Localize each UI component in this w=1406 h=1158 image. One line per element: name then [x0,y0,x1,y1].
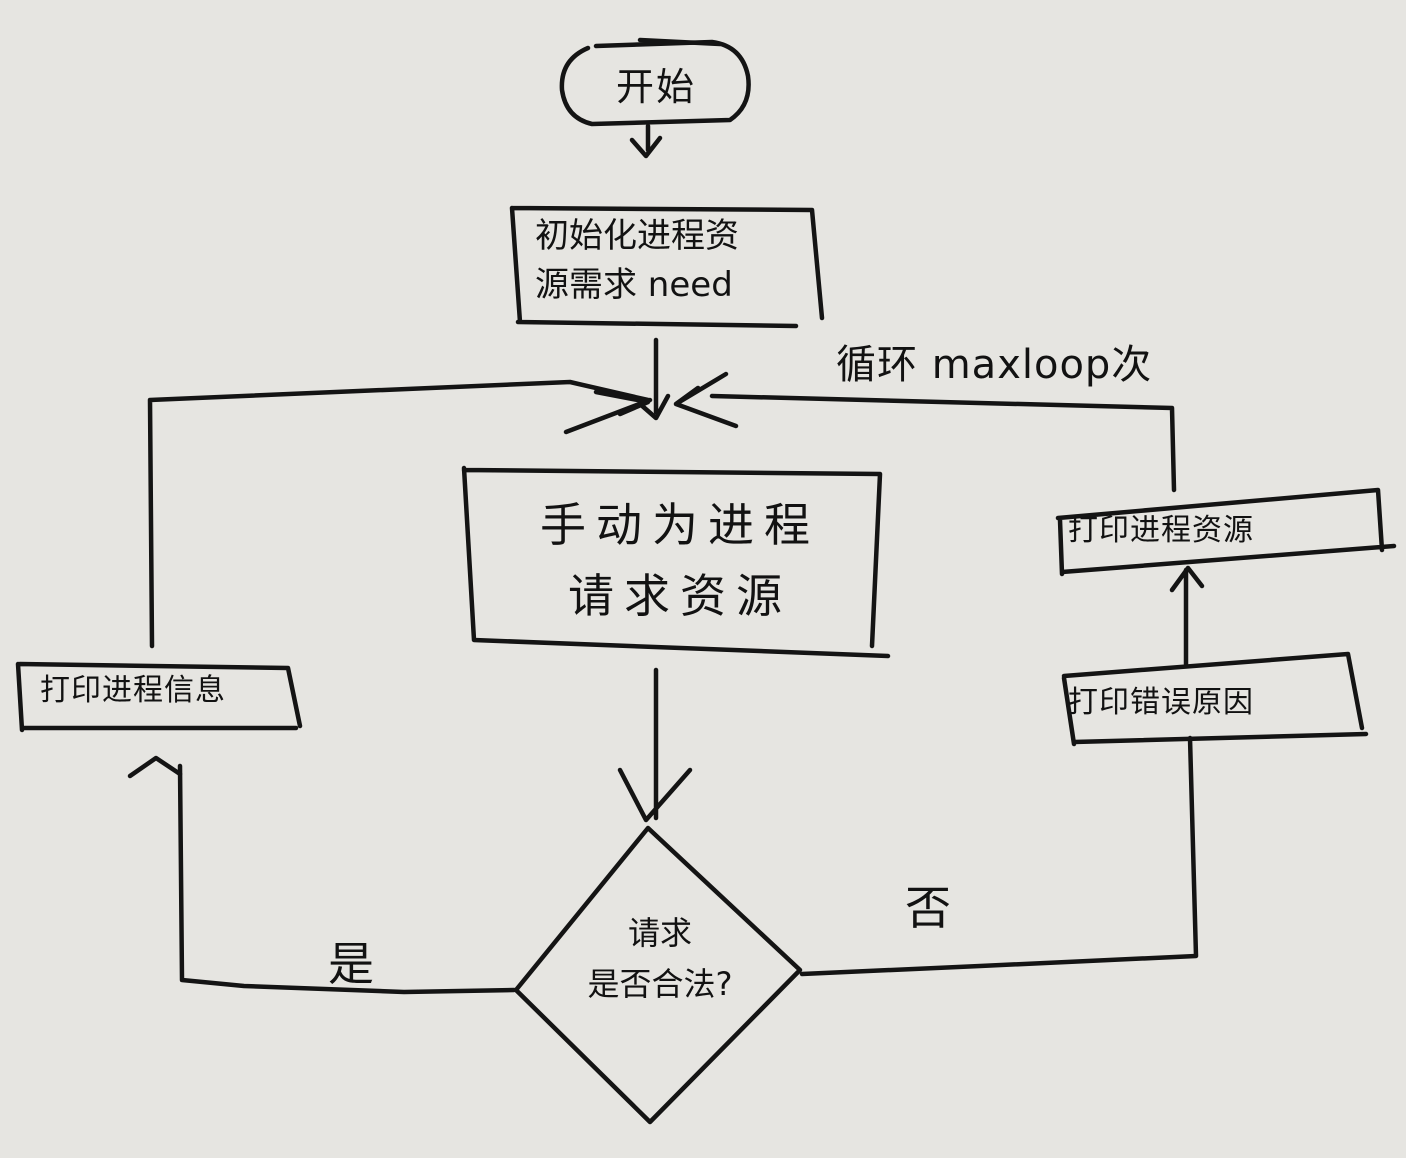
loop-label: 循环 maxloop次 [836,342,1153,388]
print-resources-node [1055,487,1397,577]
arrow-request-to-decision [617,667,693,823]
arrow-start-to-init [629,123,663,159]
edge-no-path [799,735,1199,977]
init-node [509,205,825,329]
yes-label: 是 [328,937,374,991]
edge-yes-path [177,763,517,995]
start-node-top-tail [637,37,723,47]
print-error-node [1061,651,1369,747]
edge-right-loop [709,393,1177,493]
print-error-label: 打印错误原因 [1068,685,1254,720]
edge-left-loop [147,379,651,649]
edge-right-loop-arrowhead [673,371,739,429]
request-node [461,465,891,659]
start-node [559,39,751,127]
edge-left-loop-arrowhead [593,389,651,417]
init-label: 初始化进程资 源需求 need [535,216,739,306]
decision-node [513,825,803,1125]
print-left-label: 打印进程信息 [40,673,226,708]
print-resources-label: 打印进程资源 [1068,513,1254,548]
no-label: 否 [905,881,951,935]
request-label: 手动为进程 请求资源 [540,498,820,624]
arrow-error-to-resources [1169,565,1205,667]
arrow-init-to-request [637,337,671,421]
print-left-node [15,661,303,733]
decision-label: 请求 是否合法? [587,914,733,1004]
edge-yes-arrowhead [127,755,183,779]
start-label: 开始 [615,65,696,109]
